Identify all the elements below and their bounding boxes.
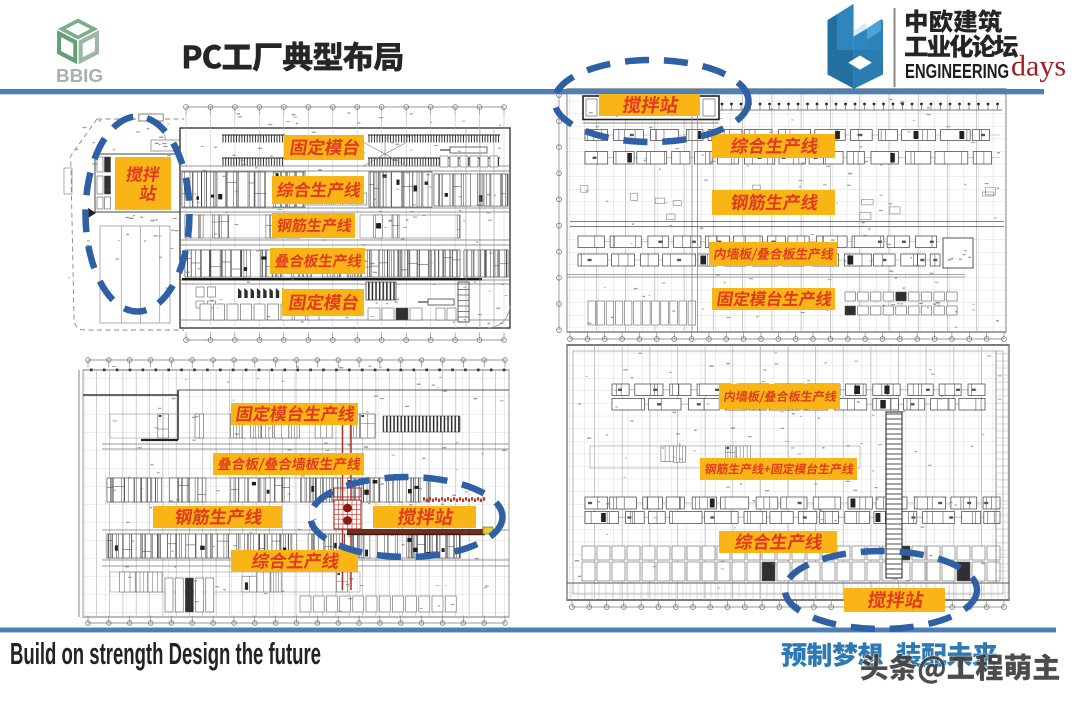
svg-text:ENGINEERING: ENGINEERING [905,60,1009,83]
svg-text:days: days [1011,50,1066,83]
svg-text:Build on strength Design the f: Build on strength Design the future [10,636,321,671]
svg-text:BBIG: BBIG [56,65,103,86]
